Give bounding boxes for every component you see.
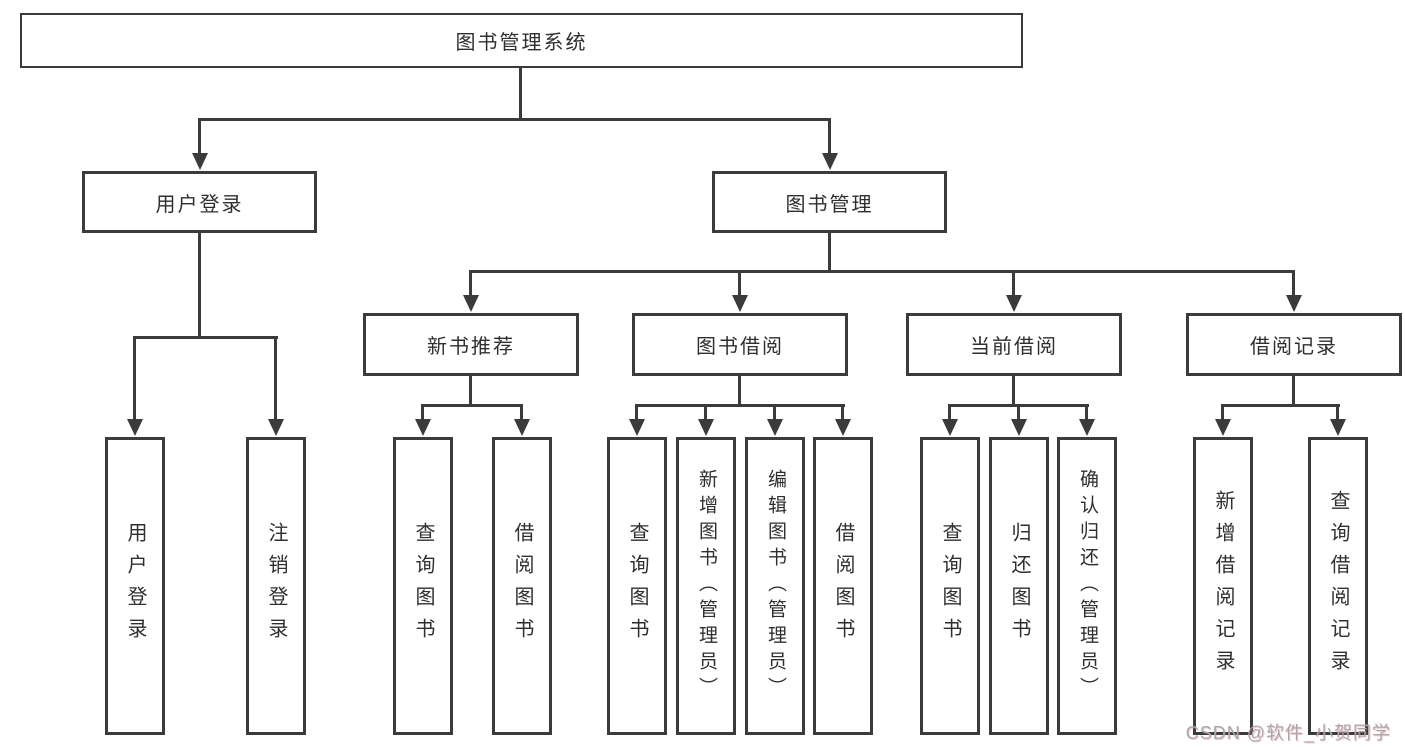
connector-book-management-split bbox=[469, 270, 1295, 273]
node-nb-borrow-books: 借阅图书 bbox=[492, 437, 552, 735]
connector-borrow-records-trunk bbox=[1292, 376, 1295, 404]
node-nb-query-books: 查询图书 bbox=[393, 437, 453, 735]
connector-user-login-split bbox=[133, 336, 278, 339]
node-user-login: 用户登录 bbox=[82, 171, 317, 233]
node-logout: 注销登录 bbox=[246, 437, 306, 735]
connector-book-management-trunk bbox=[828, 233, 831, 270]
connector-book-borrowing-split bbox=[635, 404, 845, 407]
connector-root-split bbox=[198, 118, 831, 121]
node-bb-borrow-books: 借阅图书 bbox=[813, 437, 873, 735]
connector-new-book-split bbox=[421, 404, 523, 407]
arrow-to-cb-return-books bbox=[1017, 404, 1020, 420]
connector-borrow-records-split bbox=[1221, 404, 1340, 407]
arrow-to-bb-borrow-books bbox=[841, 404, 844, 420]
arrow-to-user-login bbox=[198, 118, 201, 154]
arrow-to-bb-edit-books bbox=[773, 404, 776, 420]
arrow-to-bb-add-books bbox=[704, 404, 707, 420]
arrow-to-current-borrowing bbox=[1012, 270, 1015, 296]
node-cb-confirm-return-admin: 确认归还（管理员） bbox=[1057, 437, 1117, 735]
arrow-to-logout bbox=[274, 336, 277, 420]
connector-user-login-trunk bbox=[198, 233, 201, 336]
csdn-watermark: CSDN @软件_小贺同学 bbox=[1185, 723, 1391, 743]
arrow-to-cb-query-books bbox=[948, 404, 951, 420]
connector-new-book-trunk bbox=[469, 376, 472, 404]
arrow-to-new-book-recommend bbox=[469, 270, 472, 296]
arrow-to-cb-confirm-return bbox=[1085, 404, 1088, 420]
arrow-to-book-borrowing bbox=[738, 270, 741, 296]
node-library-management-system: 图书管理系统 bbox=[20, 13, 1023, 68]
arrow-to-nb-query-books bbox=[421, 404, 424, 420]
node-current-borrowing: 当前借阅 bbox=[906, 313, 1122, 376]
connector-root-trunk bbox=[519, 68, 522, 118]
arrow-to-nb-borrow-books bbox=[520, 404, 523, 420]
arrow-to-borrow-records bbox=[1292, 270, 1295, 296]
node-bb-add-books-admin: 新增图书（管理员） bbox=[676, 437, 736, 735]
connector-current-borrowing-trunk bbox=[1012, 376, 1015, 404]
arrow-to-br-query-record bbox=[1336, 404, 1339, 420]
arrow-to-bb-query-books bbox=[635, 404, 638, 420]
arrow-to-login bbox=[133, 336, 136, 420]
node-login: 用户登录 bbox=[105, 437, 165, 735]
node-book-management: 图书管理 bbox=[712, 171, 947, 233]
node-bb-query-books: 查询图书 bbox=[607, 437, 667, 735]
node-cb-query-books: 查询图书 bbox=[920, 437, 980, 735]
node-cb-return-books: 归还图书 bbox=[989, 437, 1049, 735]
node-borrow-records: 借阅记录 bbox=[1186, 313, 1402, 376]
node-br-add-record: 新增借阅记录 bbox=[1193, 437, 1253, 735]
arrow-to-book-management bbox=[828, 118, 831, 154]
connector-book-borrowing-trunk bbox=[738, 376, 741, 404]
node-br-query-record: 查询借阅记录 bbox=[1308, 437, 1368, 735]
arrow-to-br-add-record bbox=[1221, 404, 1224, 420]
node-book-borrowing: 图书借阅 bbox=[632, 313, 848, 376]
node-bb-edit-books-admin: 编辑图书（管理员） bbox=[745, 437, 805, 735]
node-new-book-recommend: 新书推荐 bbox=[363, 313, 579, 376]
